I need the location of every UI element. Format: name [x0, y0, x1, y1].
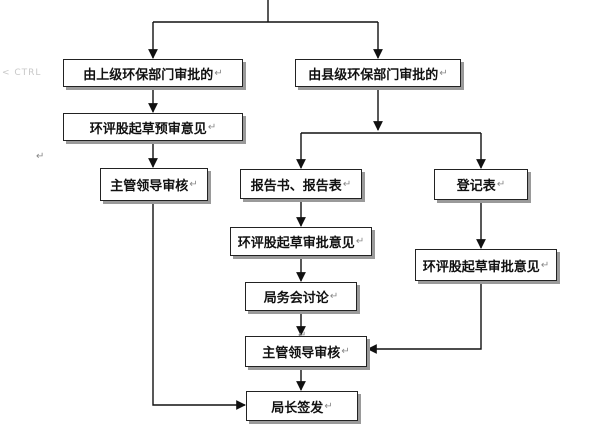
- node-label: 由上级环保部门审批的: [83, 67, 214, 83]
- paragraph-mark: ↵: [355, 236, 365, 247]
- node-registration-form: 登记表↵: [434, 169, 528, 200]
- node-bureau-meeting: 局务会讨论↵: [245, 282, 357, 311]
- arrow-left-to-director: [152, 201, 246, 410]
- paragraph-mark: ↵: [207, 121, 217, 133]
- node-label: 报告书、报告表: [250, 178, 342, 194]
- paragraph-mark: ↵: [324, 400, 333, 412]
- node-label: 环评股起草审批意见: [237, 236, 355, 251]
- paragraph-mark: ↵: [342, 178, 352, 190]
- node-label: 环评股起草审批意见: [422, 259, 540, 275]
- paragraph-mark: ↵: [496, 179, 506, 190]
- node-supervisor-review-left: 主管领导审核↵: [100, 168, 208, 201]
- paragraph-mark: ↵: [189, 179, 198, 190]
- paragraph-mark: ↵: [329, 291, 339, 302]
- node-report-forms: 报告书、报告表↵: [240, 169, 362, 199]
- paragraph-mark: ↵: [540, 259, 550, 271]
- node-director-sign: 局长签发↵: [246, 391, 358, 421]
- node-draft-approval-right: 环评股起草审批意见↵: [415, 249, 557, 281]
- node-upper-level-approval: 由上级环保部门审批的↵: [63, 59, 243, 87]
- node-label: 主管领导审核: [262, 346, 341, 361]
- node-label: 登记表: [456, 179, 496, 194]
- paragraph-mark: ↵: [36, 151, 45, 162]
- faint-text-artifact: < CTRL: [2, 68, 42, 78]
- node-supervisor-review-center: 主管领导审核↵: [245, 336, 367, 367]
- paragraph-mark: ↵: [214, 67, 223, 79]
- node-label: 由县级环保部门审批的: [308, 67, 439, 83]
- node-label: 局务会讨论: [263, 291, 329, 306]
- node-label: 局长签发: [271, 400, 324, 416]
- node-draft-pre-review: 环评股起草预审意见↵: [63, 113, 243, 141]
- paragraph-mark: ↵: [298, 330, 306, 341]
- paragraph-mark: ↵: [341, 346, 350, 357]
- node-label: 环评股起草预审意见: [89, 121, 207, 137]
- paragraph-mark: ↵: [439, 67, 448, 79]
- node-label: 主管领导审核: [110, 179, 189, 194]
- node-county-level-approval: 由县级环保部门审批的↵: [295, 59, 461, 87]
- arrow-right-to-supervisor: [367, 281, 482, 354]
- node-draft-approval-center: 环评股起草审批意见↵: [230, 227, 372, 256]
